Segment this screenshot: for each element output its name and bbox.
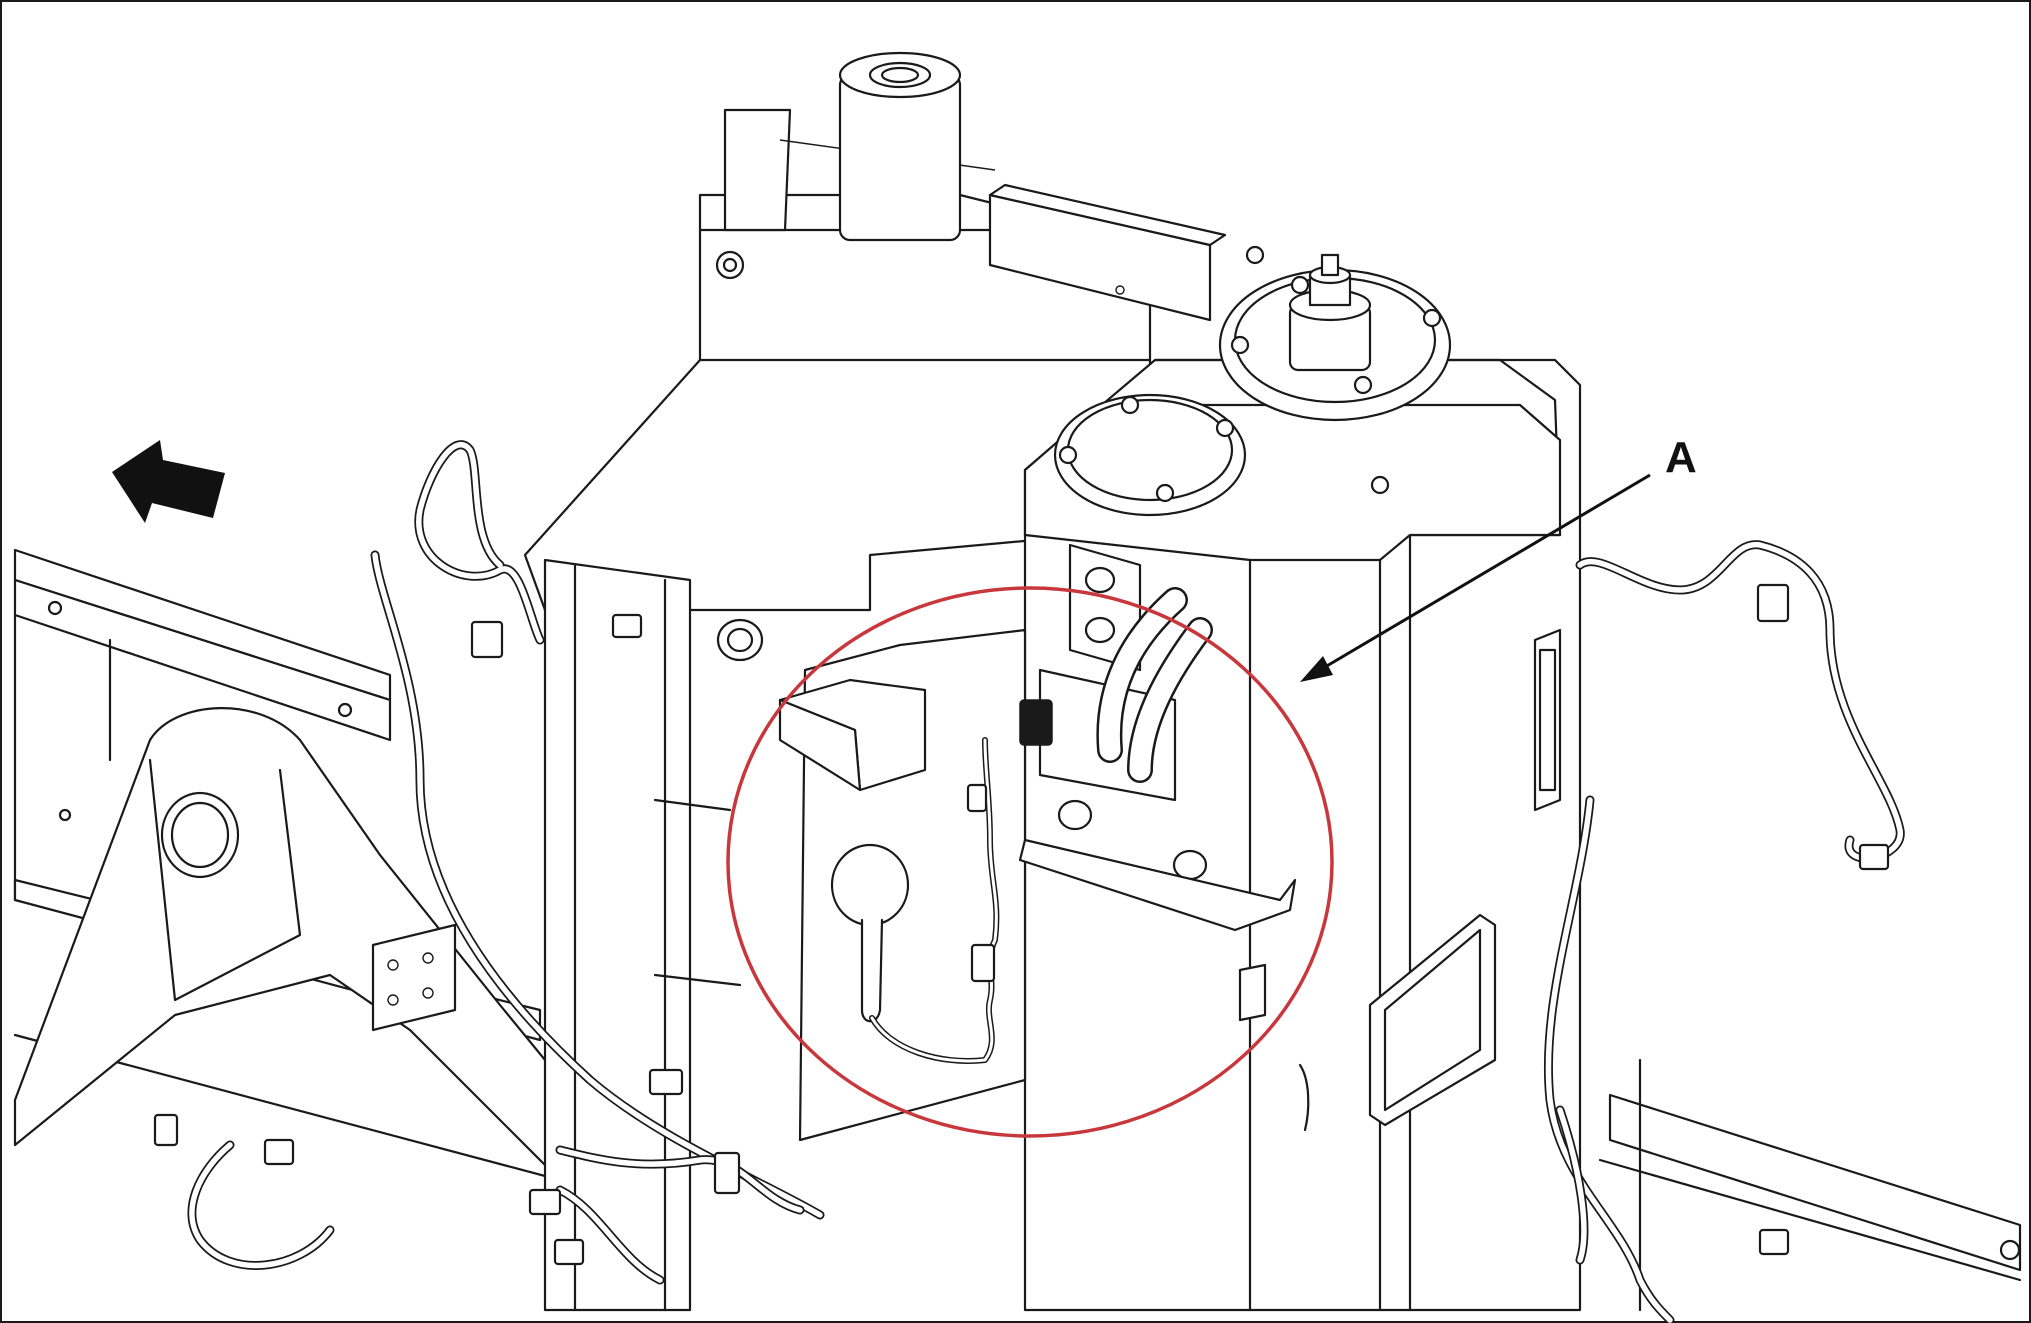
callout-leader-arrow — [1300, 473, 1651, 682]
callout-label: A — [1665, 433, 1697, 482]
lift-arm-bracket — [13, 707, 592, 1187]
tank-body-rear — [523, 51, 1227, 612]
wiring-harness-right — [1543, 540, 1905, 1323]
highlight-circle — [726, 586, 1334, 1138]
right-side-details — [1238, 628, 2022, 1312]
wiring-harness-left — [153, 440, 825, 1285]
breather-detail — [778, 543, 1297, 1142]
direction-arrow-icon — [112, 440, 225, 523]
